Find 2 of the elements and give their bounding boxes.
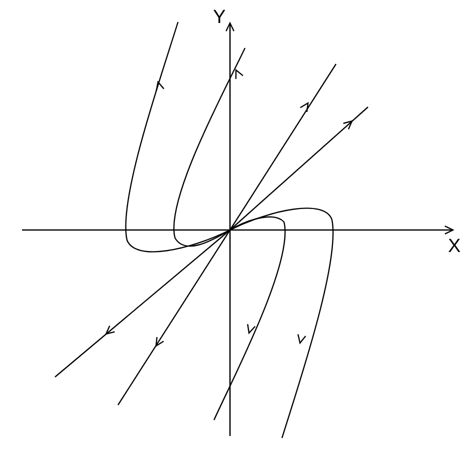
axis-label: Y: [213, 8, 226, 27]
axis-label: X: [448, 237, 461, 256]
